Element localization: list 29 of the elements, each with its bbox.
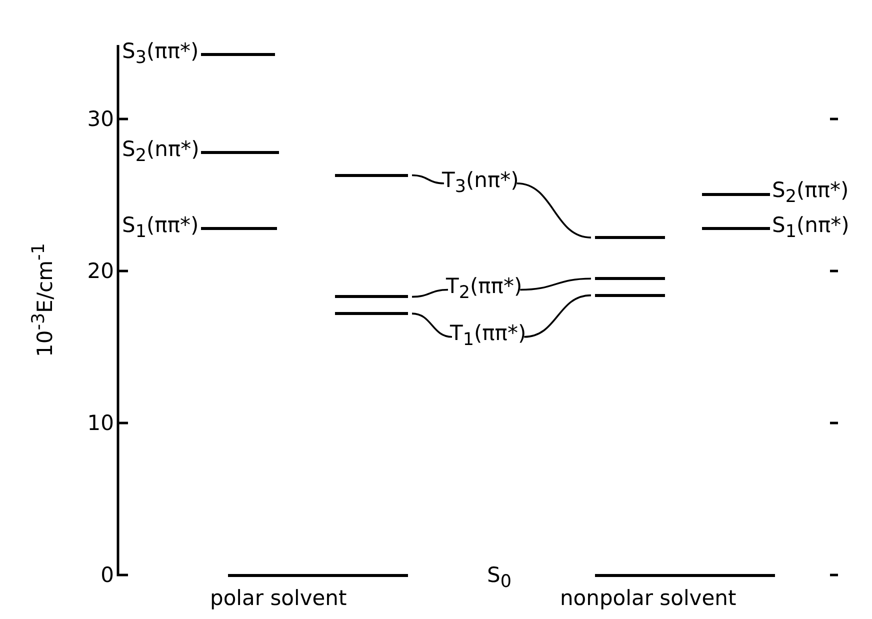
axis-label: polar solvent xyxy=(210,585,347,611)
axis-label: nonpolar solvent xyxy=(560,585,736,611)
state-label: S$_{3}$(ππ*) xyxy=(122,38,199,70)
state-label: S$_{2}$(ππ*) xyxy=(772,177,849,210)
leader-line xyxy=(412,174,444,184)
tick-label: 0 xyxy=(100,562,114,588)
state-label: T$_{3}$(nπ*) xyxy=(442,166,519,200)
leader-line xyxy=(524,294,592,338)
tick-label: 10 xyxy=(86,410,114,436)
state-label: S$_{1}$(nπ*) xyxy=(772,212,850,245)
leader-line xyxy=(412,288,448,298)
energy-level-line xyxy=(595,236,665,240)
state-label: S$_{1}$(ππ*) xyxy=(122,212,199,245)
state-label: S$_{0}$ xyxy=(487,562,512,594)
state-label: T$_{2}$(ππ*) xyxy=(446,273,522,306)
energy-level-line xyxy=(335,174,408,177)
energy-level-line xyxy=(228,574,408,576)
energy-level-line xyxy=(595,574,775,576)
state-label: T$_{1}$(ππ*) xyxy=(450,320,526,354)
tick-label: 20 xyxy=(86,258,114,284)
energy-level-line xyxy=(335,295,408,298)
leader-line xyxy=(516,182,592,238)
energy-level-line xyxy=(595,277,665,280)
tick-label: 30 xyxy=(86,106,114,132)
state-label: S$_{2}$(nπ*) xyxy=(122,136,200,169)
leader-line xyxy=(520,278,592,291)
leader-line xyxy=(412,312,452,338)
energy-level-line xyxy=(595,294,665,297)
energy-level-line xyxy=(335,312,408,316)
